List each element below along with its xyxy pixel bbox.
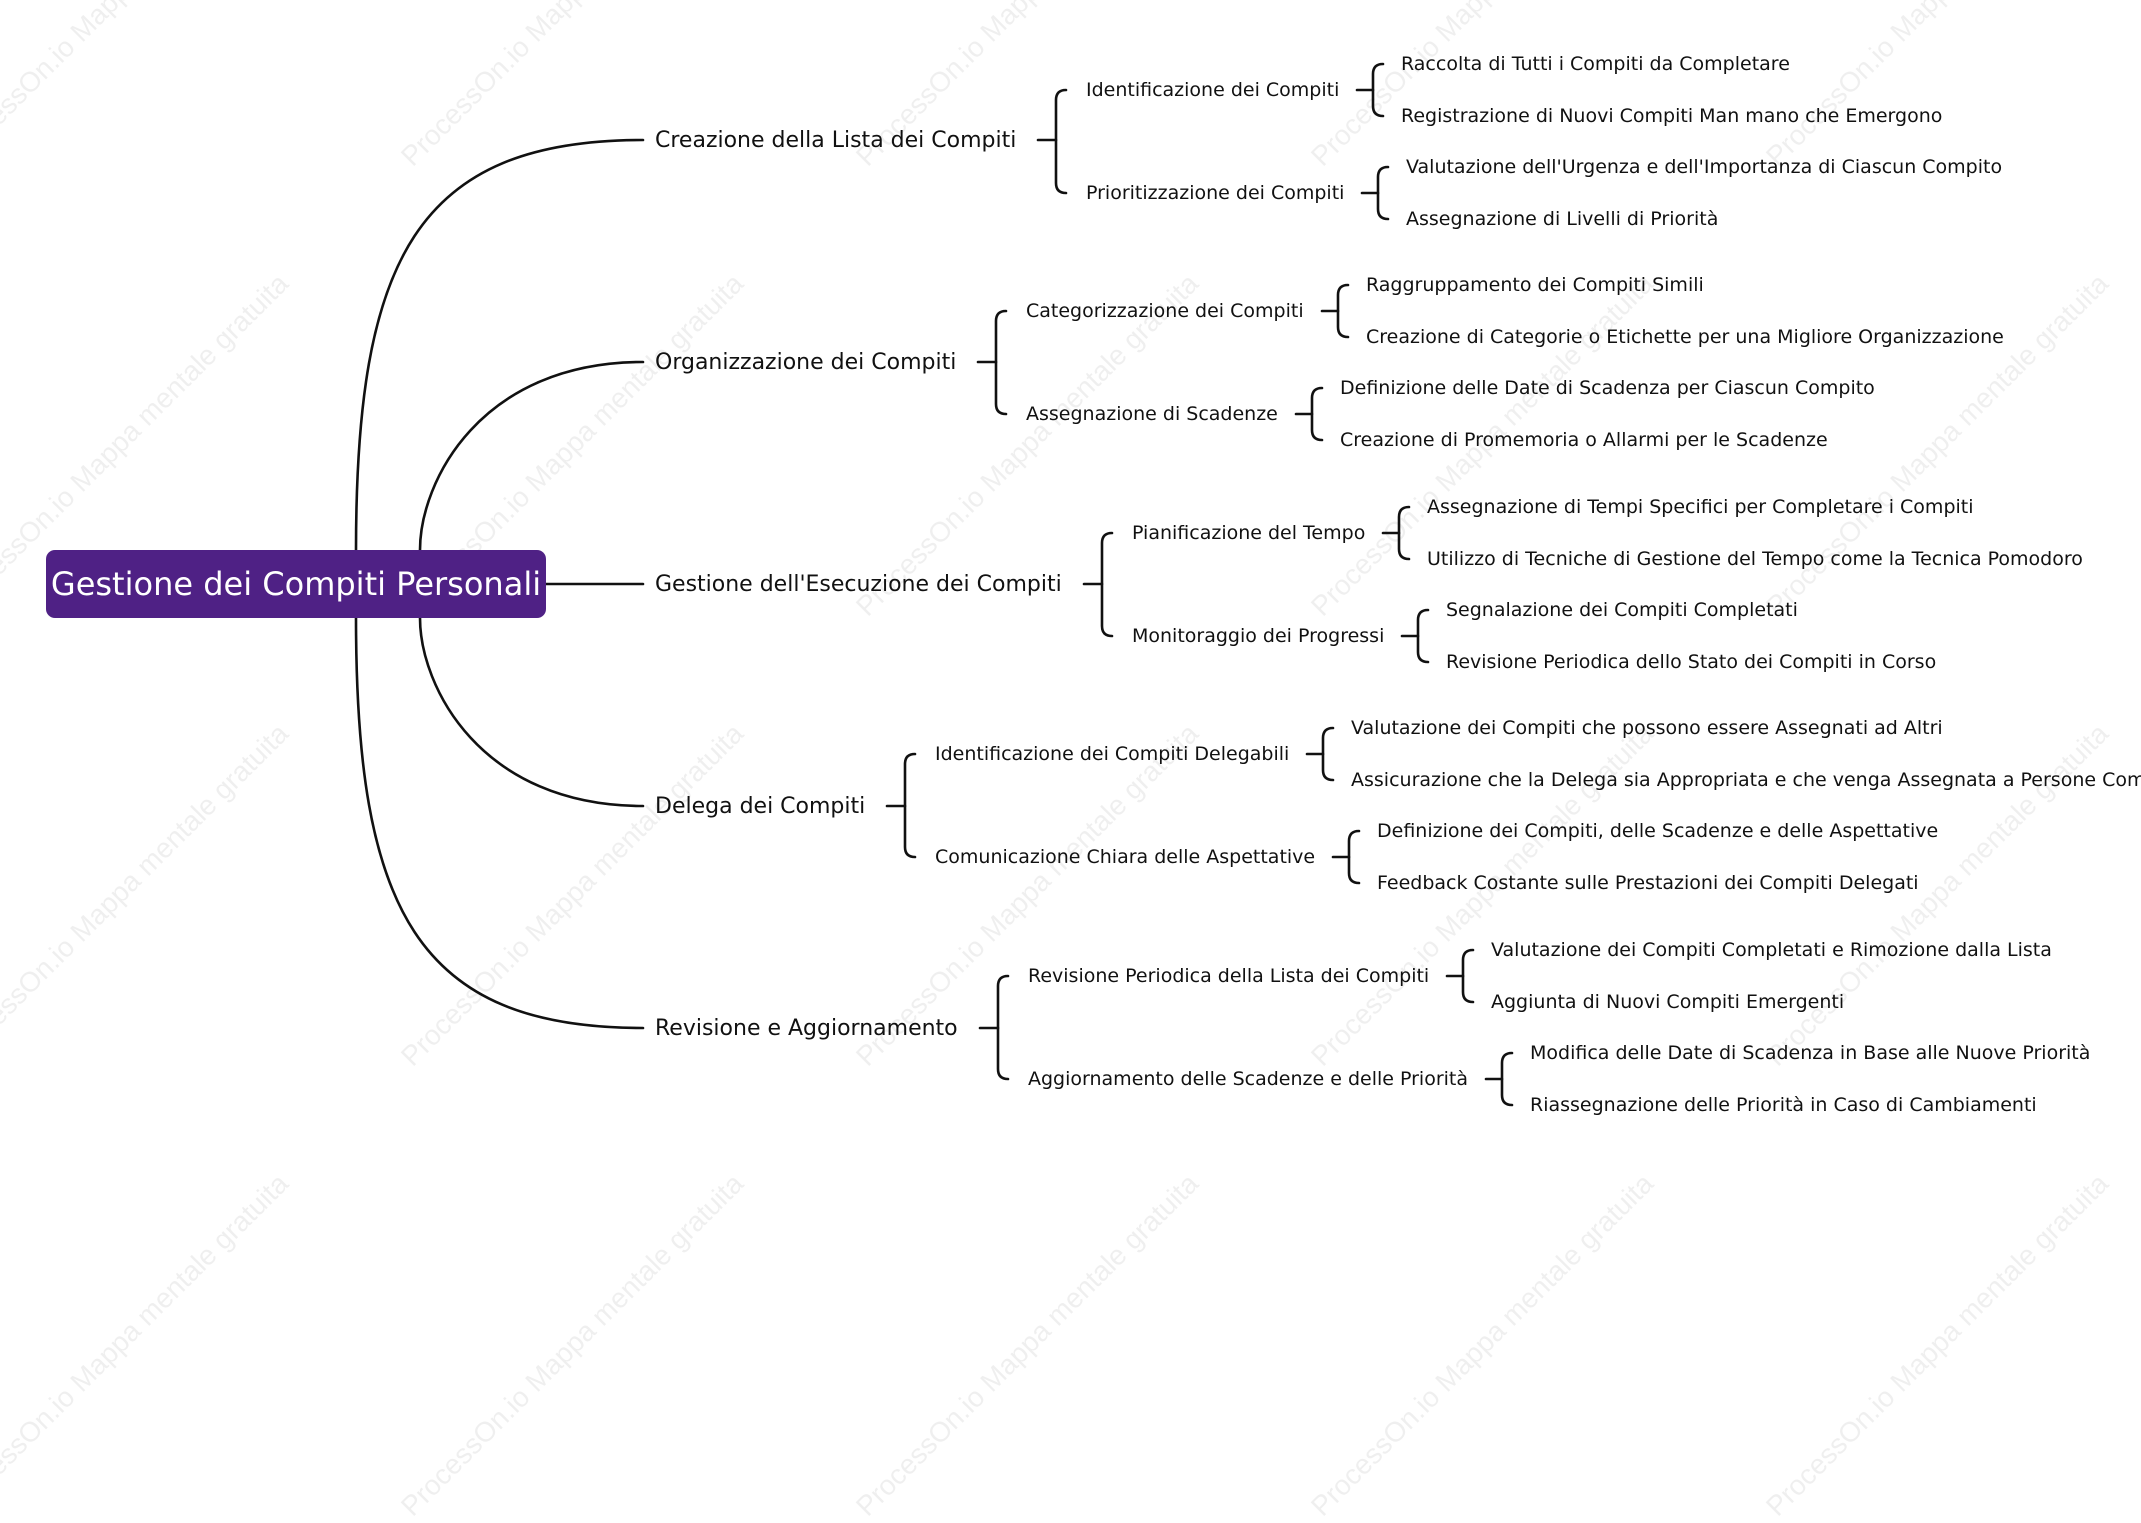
subtopic[interactable]: Assegnazione di Scadenze (1026, 403, 1278, 425)
watermark-text: ProcessOn.io Mappa mentale gratuita (1760, 1167, 2115, 1522)
leaf-topic[interactable]: Assegnazione di Livelli di Priorità (1406, 208, 1719, 230)
subtopic[interactable]: Categorizzazione dei Compiti (1026, 300, 1304, 322)
connector (418, 360, 645, 552)
branch-topic[interactable]: Gestione dell'Esecuzione dei Compiti (655, 571, 1062, 597)
leaf-topic[interactable]: Assegnazione di Tempi Specifici per Comp… (1427, 496, 1974, 518)
connector (354, 616, 645, 1030)
connector (354, 138, 645, 552)
subtopic[interactable]: Comunicazione Chiara delle Aspettative (935, 846, 1316, 868)
connector-lines (354, 62, 1514, 1107)
leaf-topic[interactable]: Assicurazione che la Delega sia Appropri… (1351, 769, 2141, 791)
leaf-topic[interactable]: Utilizzo di Tecniche di Gestione del Tem… (1427, 548, 2083, 570)
branch-topic[interactable]: Creazione della Lista dei Compiti (655, 127, 1017, 153)
leaf-topic[interactable]: Modifica delle Date di Scadenza in Base … (1530, 1042, 2091, 1064)
leaf-topic[interactable]: Feedback Costante sulle Prestazioni dei … (1377, 872, 1919, 894)
connector (1336, 283, 1350, 339)
watermark-text: ProcessOn.io Mappa mentale gratuita (850, 1167, 1205, 1522)
connector (1310, 386, 1324, 442)
leaf-topic[interactable]: Registrazione di Nuovi Compiti Man mano … (1401, 105, 1943, 127)
connector (1397, 505, 1411, 561)
watermark-text: ProcessOn.io Mappa mentale gratuita (1305, 1167, 1660, 1522)
leaf-topic[interactable]: Segnalazione dei Compiti Completati (1446, 599, 1798, 621)
connector (1461, 948, 1475, 1004)
connector (996, 974, 1010, 1081)
leaf-topic[interactable]: Definizione delle Date di Scadenza per C… (1340, 377, 1875, 399)
leaf-topic[interactable]: Definizione dei Compiti, delle Scadenze … (1377, 820, 1939, 842)
connector (994, 309, 1008, 416)
leaf-topic[interactable]: Revisione Periodica dello Stato dei Comp… (1446, 651, 1937, 673)
subtopic[interactable]: Prioritizzazione dei Compiti (1086, 182, 1345, 204)
connector (1376, 165, 1390, 221)
connector (418, 616, 645, 808)
subtopic[interactable]: Identificazione dei Compiti Delegabili (935, 743, 1290, 765)
connector (1054, 88, 1068, 195)
leaf-topic[interactable]: Valutazione dei Compiti che possono esse… (1351, 717, 1943, 739)
watermark-text: ProcessOn.io Mappa mentale gratuita (395, 1167, 750, 1522)
root-topic[interactable]: Gestione dei Compiti Personali (46, 550, 546, 618)
connector (1416, 608, 1430, 664)
watermark-text: ProcessOn.io Mappa mentale gratuita (0, 1167, 295, 1522)
connector (1371, 62, 1385, 118)
connector (1321, 726, 1335, 782)
leaf-topic[interactable]: Raccolta di Tutti i Compiti da Completar… (1401, 53, 1790, 75)
subtopic[interactable]: Monitoraggio dei Progressi (1132, 625, 1385, 647)
subtopic[interactable]: Pianificazione del Tempo (1132, 522, 1366, 544)
connector (903, 752, 917, 859)
leaf-topic[interactable]: Creazione di Promemoria o Allarmi per le… (1340, 429, 1828, 451)
leaf-topic[interactable]: Valutazione dell'Urgenza e dell'Importan… (1406, 156, 2003, 178)
branch-topic[interactable]: Delega dei Compiti (655, 793, 866, 819)
leaf-topic[interactable]: Riassegnazione delle Priorità in Caso di… (1530, 1094, 2037, 1116)
subtopic[interactable]: Revisione Periodica della Lista dei Comp… (1028, 965, 1430, 987)
subtopic[interactable]: Aggiornamento delle Scadenze e delle Pri… (1028, 1068, 1469, 1090)
subtopic[interactable]: Identificazione dei Compiti (1086, 79, 1340, 101)
leaf-topic[interactable]: Valutazione dei Compiti Completati e Rim… (1491, 939, 2052, 961)
leaf-topic[interactable]: Creazione di Categorie o Etichette per u… (1366, 326, 2004, 348)
leaf-topic[interactable]: Aggiunta di Nuovi Compiti Emergenti (1491, 991, 1845, 1013)
branch-topic[interactable]: Revisione e Aggiornamento (655, 1015, 958, 1041)
branch-topic[interactable]: Organizzazione dei Compiti (655, 349, 957, 375)
connector (1500, 1051, 1514, 1107)
leaf-topic[interactable]: Raggruppamento dei Compiti Simili (1366, 274, 1704, 296)
connector (1100, 531, 1114, 638)
connector (1347, 829, 1361, 885)
